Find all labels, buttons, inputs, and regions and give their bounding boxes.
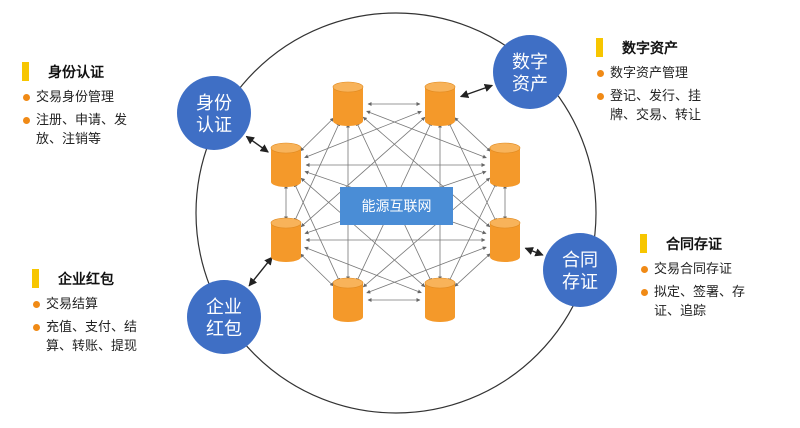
panel-title: 企业红包 [58,272,114,288]
ledger-cylinder [489,217,521,262]
mesh-link [300,253,334,287]
ledger-nodes [270,81,521,322]
mesh-link [293,182,341,283]
mesh-link [304,110,422,159]
accent-bar [22,62,29,81]
spoke-links [245,83,544,287]
node-identity[interactable]: 身份认证 [177,76,251,150]
node-digital[interactable]: 数字资产 [493,35,567,109]
spoke-link [524,247,544,257]
panel-title: 合同存证 [666,237,722,253]
spoke-link [459,83,494,99]
bullet-item: 交易合同存证 [640,260,795,279]
bullet-item: 充值、支付、结算、转账、提现 [32,318,202,356]
panel-contract: 合同存证 交易合同存证 拟定、签署、存证、追踪 [640,232,795,325]
bullet-item: 交易结算 [32,295,202,314]
spoke-link [248,256,273,287]
accent-bar [32,269,39,288]
center-box[interactable]: 能源互联网 [340,187,453,225]
node-label: 存证 [562,272,598,293]
node-label: 认证 [196,115,232,136]
ledger-cylinder [424,81,456,126]
node-label: 合同 [562,250,598,271]
bullet-item: 交易身份管理 [22,88,197,107]
ledger-cylinder [270,142,302,187]
bullet-item: 登记、发行、挂牌、交易、转让 [596,87,771,125]
ledger-cylinder [270,217,302,262]
ledger-cylinder [332,81,364,126]
bullet-item: 拟定、签署、存证、追踪 [640,283,795,321]
spoke-link [245,135,269,153]
ledger-cylinder [489,142,521,187]
ledger-cylinder [424,277,456,322]
node-label: 身份 [196,93,232,114]
mesh-link [293,121,341,223]
node-redpack[interactable]: 企业红包 [187,280,261,354]
ledger-cylinder [332,277,364,322]
accent-bar [640,234,647,253]
bullet-item: 数字资产管理 [596,64,771,83]
outer-ring [195,12,597,414]
node-label: 数字 [512,52,548,73]
node-label: 企业 [206,297,242,318]
center-label: 能源互联网 [362,199,432,215]
panel-digital: 数字资产 数字资产管理 登记、发行、挂牌、交易、转让 [596,36,771,129]
panel-identity: 身份认证 交易身份管理 注册、申请、发放、注销等 [22,60,197,153]
panel-title: 数字资产 [622,41,678,57]
node-label: 资产 [512,74,548,95]
bullet-item: 注册、申请、发放、注销等 [22,111,197,149]
panel-title: 身份认证 [48,65,104,81]
node-contract[interactable]: 合同存证 [543,233,617,307]
panel-redpack: 企业红包 交易结算 充值、支付、结算、转账、提现 [32,267,202,360]
node-label: 红包 [206,319,242,340]
accent-bar [596,38,603,57]
